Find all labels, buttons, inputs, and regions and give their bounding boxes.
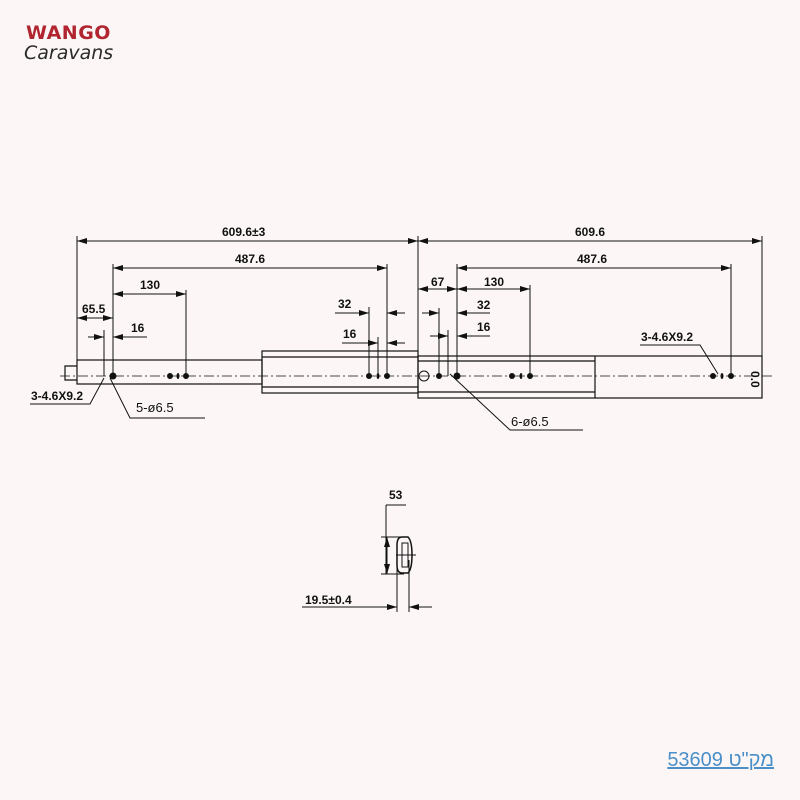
dim-left-16-rear: 16 [343,327,357,341]
logo: WANGO Caravans [24,22,134,66]
dim-left-offset: 65.5 [82,302,106,316]
left-slot-label: 3-4.6X9.2 [31,389,83,403]
dim-left-130: 130 [140,278,160,292]
dim-left-overall: 609.6±3 [222,225,266,239]
dimension-lines [30,236,763,431]
section-height: 53 [389,488,403,502]
logo-caravans: Caravans [24,42,114,64]
section-thickness: 19.5±0.4 [305,593,352,607]
dim-left-32: 32 [338,297,352,311]
dim-right-overall: 609.6 [575,225,605,239]
dim-right-32: 32 [477,298,491,312]
dim-right-span: 487.6 [577,252,607,266]
logo-wango: WANGO [26,22,111,44]
end-mark: 0.0 [748,371,762,388]
slide-body [60,350,775,399]
right-slot-label: 3-4.6X9.2 [641,330,693,344]
dim-right-130: 130 [484,275,504,289]
right-hole-label: 6-ø6.5 [511,414,549,429]
section-view [302,504,432,612]
mounting-holes [109,370,734,382]
sku-link[interactable]: מק"ט 53609 [667,749,774,771]
dim-left-16-front: 16 [131,321,145,335]
dim-right-16: 16 [477,320,491,334]
dim-left-span: 487.6 [235,252,265,266]
left-hole-label: 5-ø6.5 [136,400,174,415]
dim-right-offset: 67 [431,275,445,289]
